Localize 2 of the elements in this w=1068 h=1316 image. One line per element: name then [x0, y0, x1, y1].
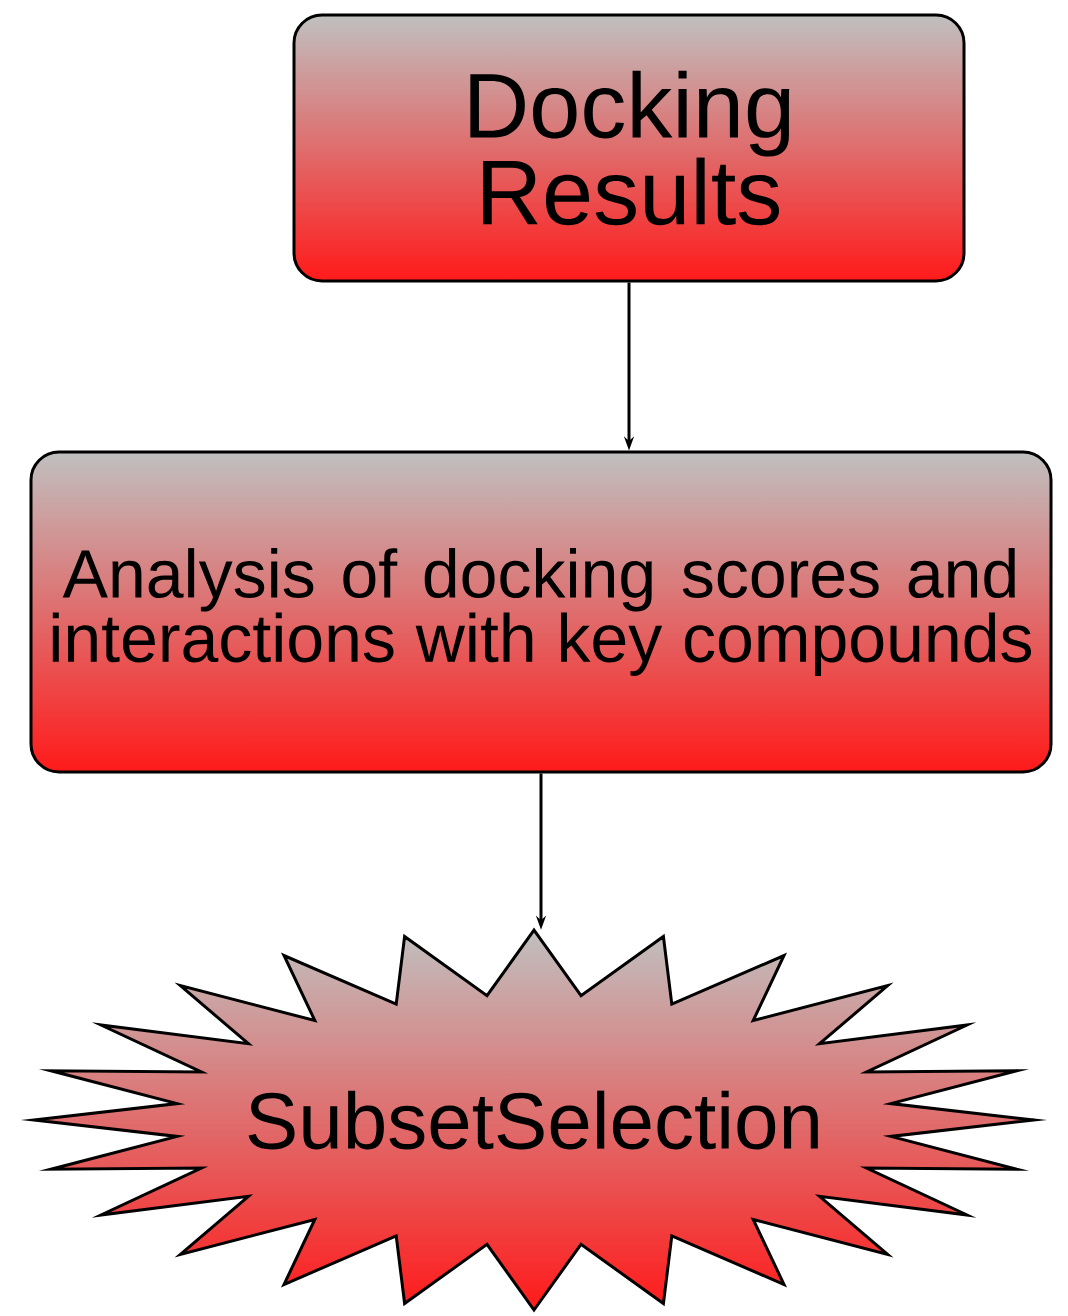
process-box: Analysis of docking scores and interactions with key compounds: [29, 450, 1053, 774]
process-box: Docking Results: [292, 13, 966, 283]
